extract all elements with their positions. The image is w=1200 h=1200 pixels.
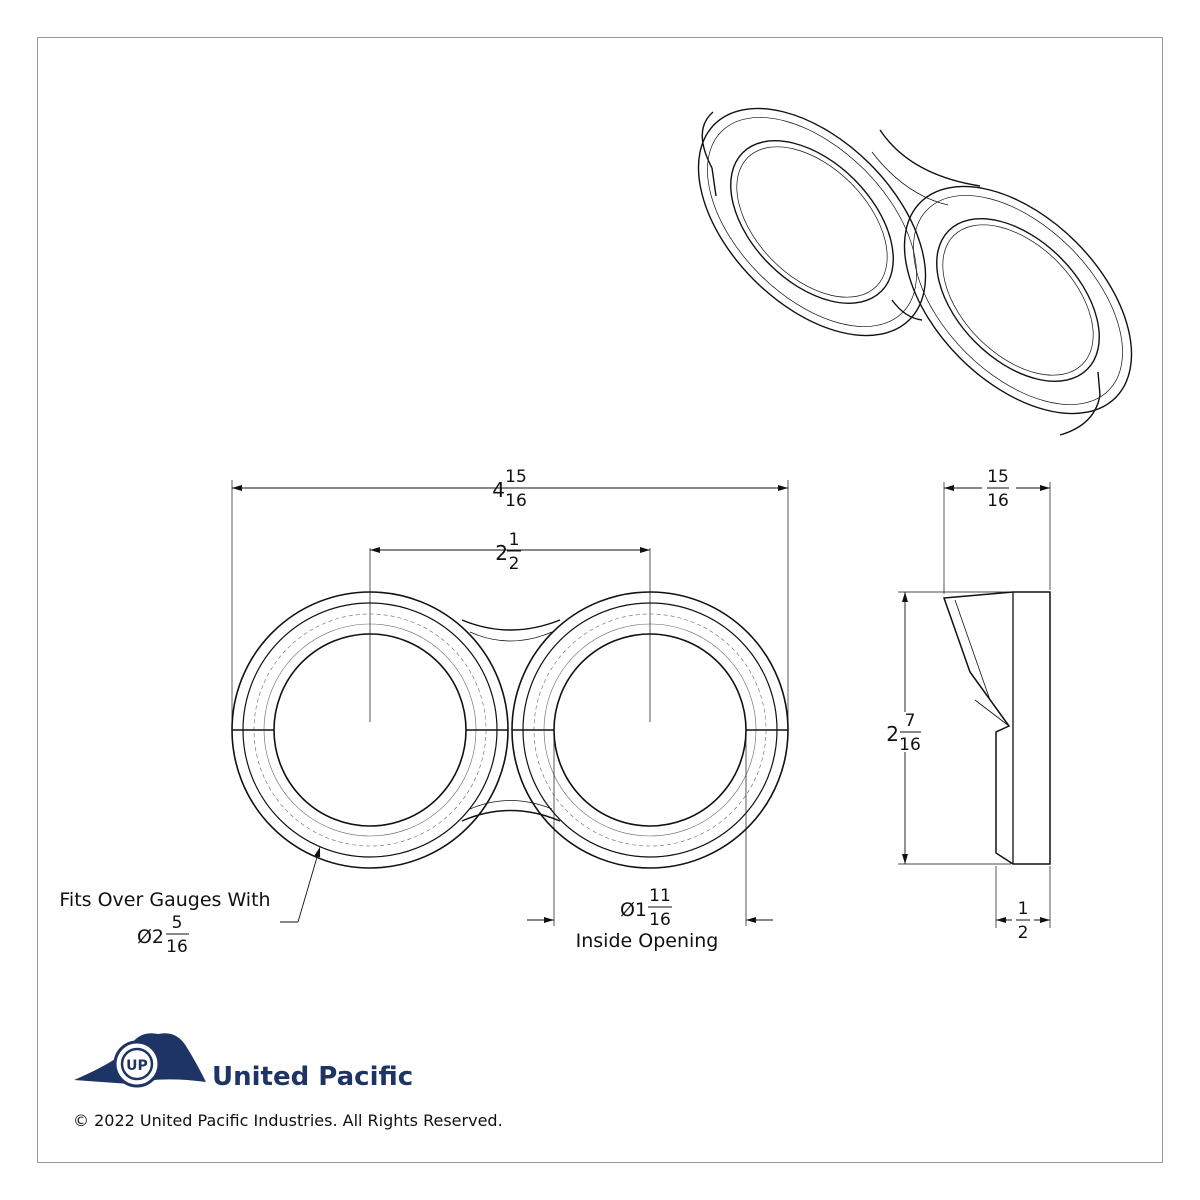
svg-text:2: 2: [1018, 923, 1029, 943]
svg-text:15: 15: [505, 467, 527, 487]
svg-text:5: 5: [172, 913, 183, 933]
svg-text:16: 16: [899, 735, 921, 755]
svg-text:Ø1: Ø1: [620, 899, 647, 921]
center-spacing-label: 2 1 2: [495, 530, 521, 574]
united-pacific-logo: UP United Pacific: [74, 1033, 413, 1092]
gauge-fit-label: Fits Over Gauges With Ø2 5 16: [59, 889, 270, 957]
svg-text:15: 15: [987, 467, 1009, 487]
sheet-border: [37, 37, 1163, 1163]
depth-label: 15 16: [982, 467, 1016, 511]
flange-thickness-label: 1 2: [1012, 899, 1034, 943]
brand-name: United Pacific: [212, 1062, 413, 1092]
height-label: 2 7 16: [885, 711, 925, 755]
front-view: [231, 480, 789, 926]
inside-opening-label: Ø1 11 16 Inside Opening: [576, 886, 719, 952]
svg-text:Ø2: Ø2: [137, 926, 164, 948]
svg-text:2: 2: [509, 554, 520, 574]
front-right-ring: [511, 548, 789, 869]
svg-text:16: 16: [505, 491, 527, 511]
svg-text:1: 1: [509, 530, 520, 550]
copyright-notice: © 2022 United Pacific Industries. All Ri…: [73, 1111, 503, 1130]
side-view: [898, 482, 1051, 928]
svg-text:16: 16: [987, 491, 1009, 511]
svg-text:4: 4: [492, 478, 505, 502]
svg-text:Inside Opening: Inside Opening: [576, 930, 719, 952]
svg-text:Fits Over Gauges With: Fits Over Gauges With: [59, 889, 270, 911]
svg-text:16: 16: [166, 937, 188, 957]
svg-text:2: 2: [495, 541, 508, 565]
logo-emblem-monogram: UP: [126, 1058, 148, 1074]
svg-text:7: 7: [905, 711, 916, 731]
front-left-ring: [231, 548, 509, 869]
svg-text:11: 11: [649, 886, 671, 906]
isometric-view: [697, 107, 1133, 436]
svg-text:2: 2: [886, 722, 899, 746]
overall-width-label: 4 15 16: [492, 467, 527, 511]
svg-text:1: 1: [1018, 899, 1029, 919]
svg-text:16: 16: [649, 910, 671, 930]
